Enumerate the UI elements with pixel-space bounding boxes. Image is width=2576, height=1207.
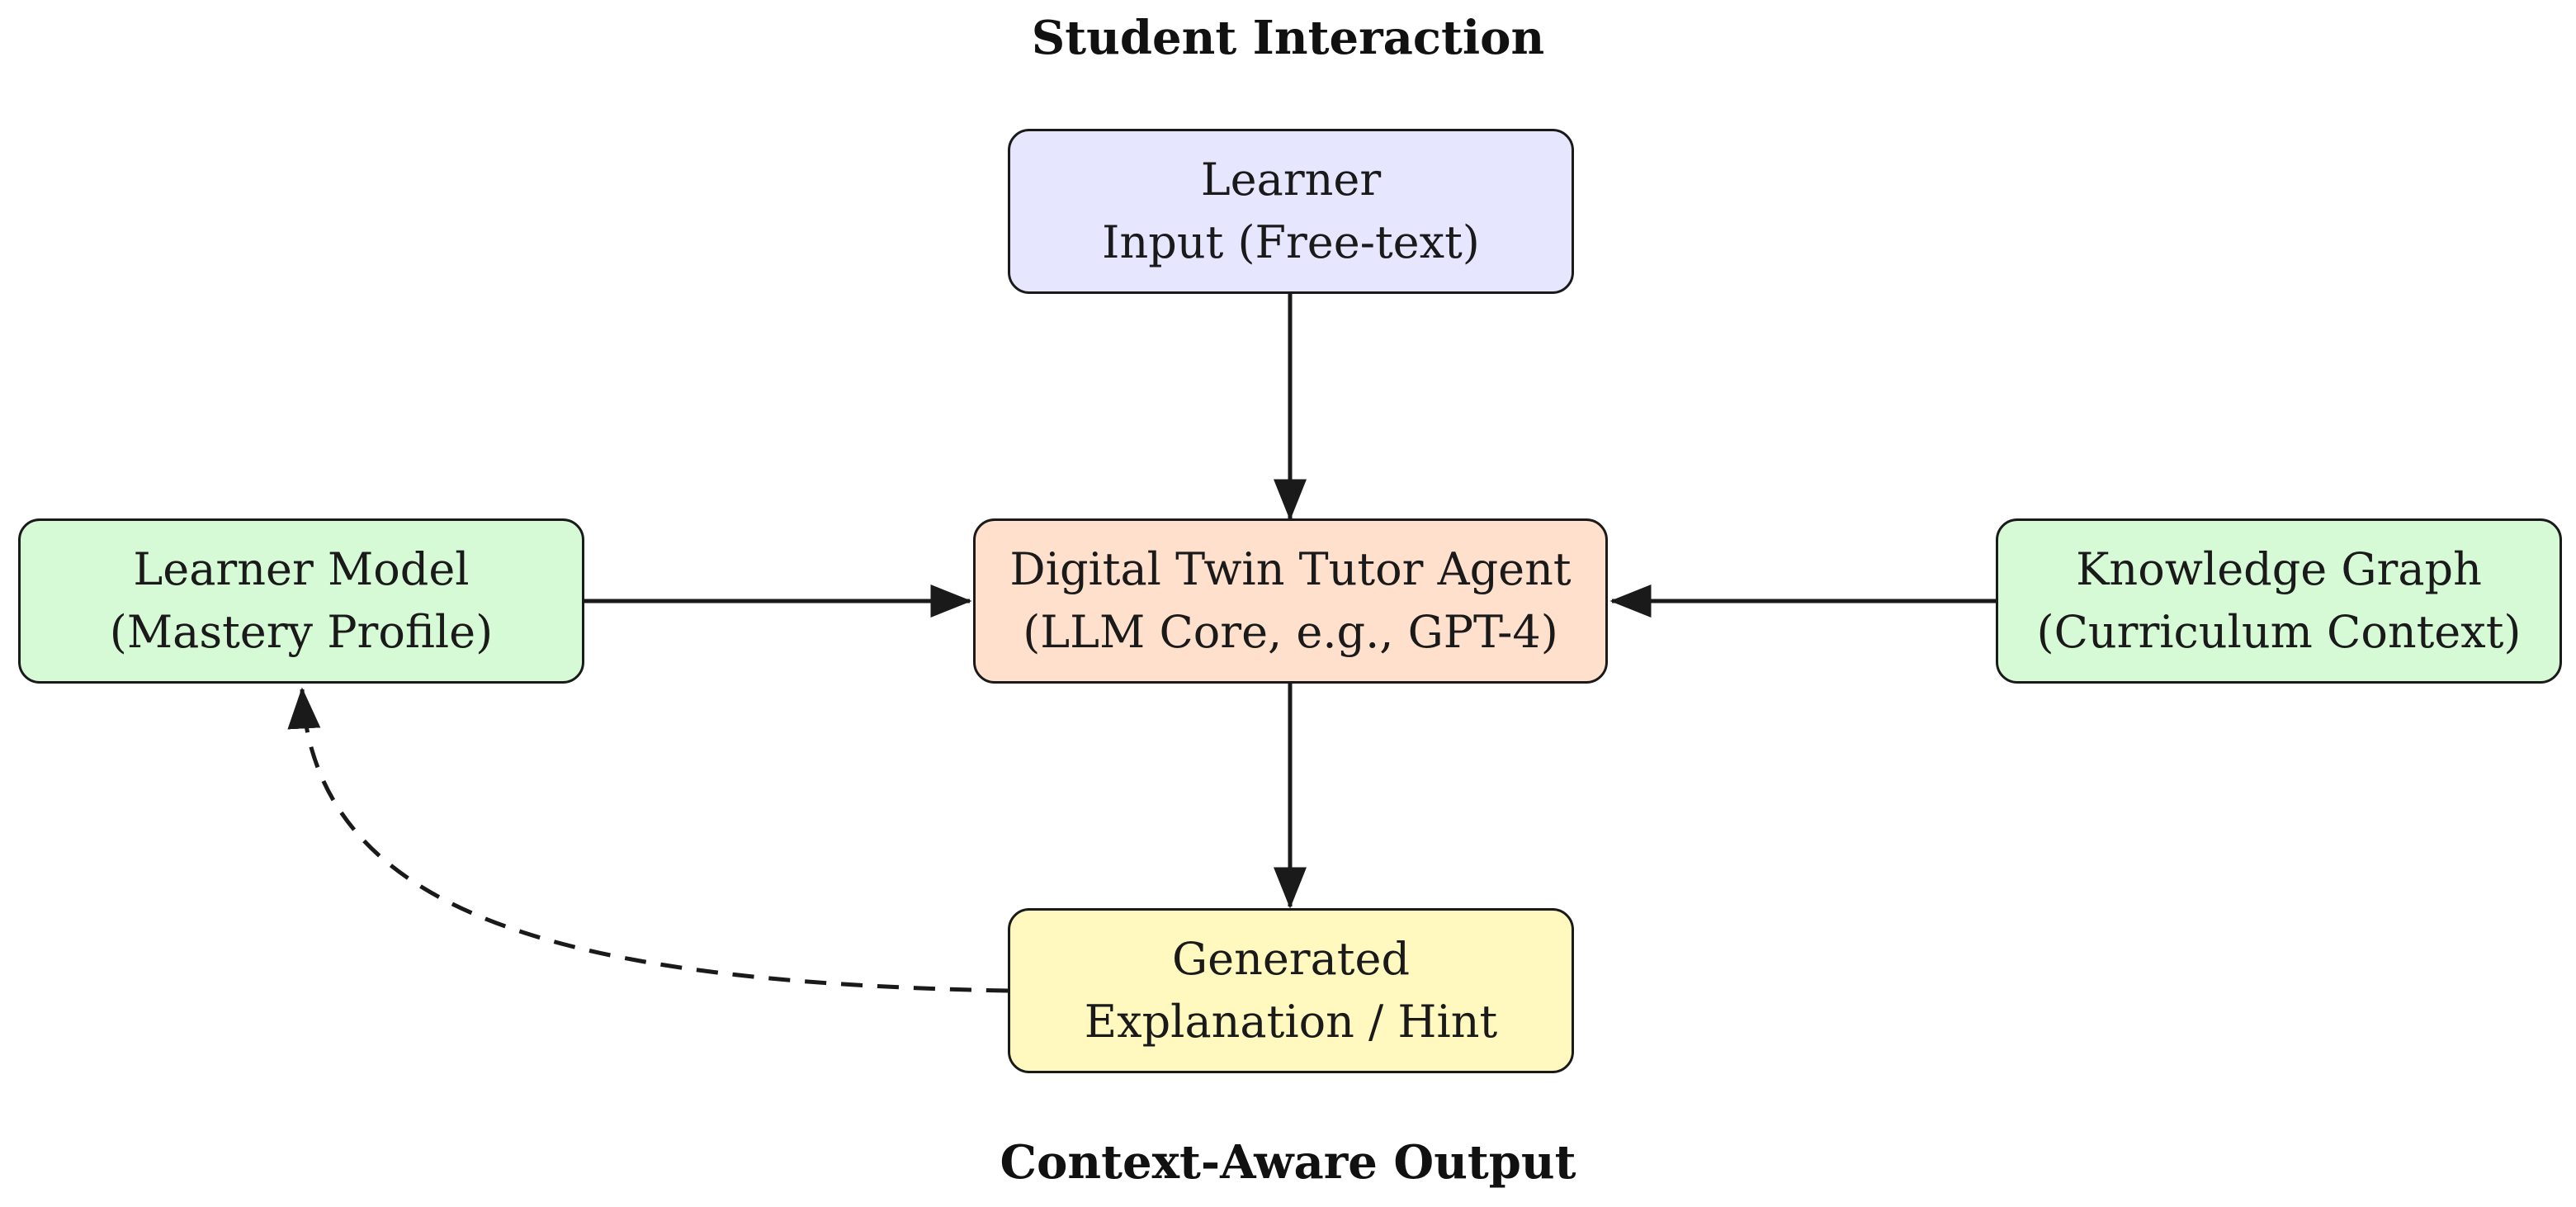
learner-model-node: Learner Model (Mastery Profile)	[18, 518, 584, 684]
knowledge-graph-line-1: Knowledge Graph	[2076, 543, 2482, 595]
knowledge-graph-node: Knowledge Graph (Curriculum Context)	[1996, 518, 2562, 684]
generated-output-line-1: Generated	[1171, 933, 1411, 985]
learner-model-line-2: (Mastery Profile)	[109, 606, 494, 658]
edge-output-to-learner-model-feedback	[287, 687, 1009, 993]
knowledge-graph-line-2: (Curriculum Context)	[2036, 606, 2522, 658]
learner-input-line-2: Input (Free-text)	[1102, 216, 1480, 268]
generated-output-node: Generated Explanation / Hint	[1008, 908, 1574, 1073]
tutor-agent-node: Digital Twin Tutor Agent (LLM Core, e.g.…	[973, 518, 1608, 684]
learner-input-line-1: Learner	[1200, 154, 1382, 206]
generated-output-line-2: Explanation / Hint	[1084, 996, 1498, 1048]
learner-input-node: Learner Input (Free-text)	[1008, 129, 1574, 294]
top-heading: Student Interaction	[1031, 11, 1545, 65]
learner-model-line-1: Learner Model	[133, 543, 470, 595]
bottom-heading: Context-Aware Output	[1000, 1135, 1576, 1190]
tutor-agent-line-1: Digital Twin Tutor Agent	[1009, 543, 1572, 595]
tutor-agent-line-2: (LLM Core, e.g., GPT-4)	[1023, 606, 1558, 658]
